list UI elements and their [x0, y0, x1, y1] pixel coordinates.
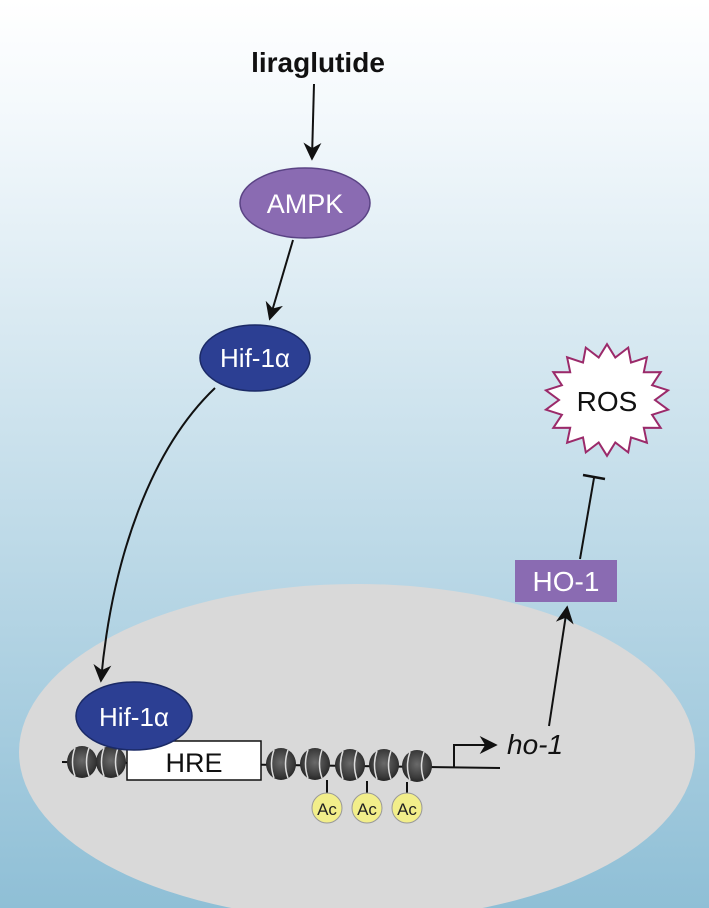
nucleosome-group-right: [266, 748, 432, 782]
acetyl-label: Ac: [317, 800, 337, 819]
nucleus: [19, 584, 695, 908]
ho1-protein-label: HO-1: [533, 566, 600, 597]
ho1-protein-node: HO-1: [515, 560, 617, 602]
hif-nuclear-node: Hif-1α: [75, 681, 193, 751]
ros-label: ROS: [577, 386, 638, 417]
liraglutide-label: liraglutide: [251, 47, 385, 78]
nucleosome: [402, 750, 432, 782]
arrow-liraglutide-to-ampk: [303, 83, 322, 161]
hre-element: HRE: [126, 740, 262, 781]
nucleosome-group-left: [67, 746, 126, 778]
ampk-node: AMPK: [239, 167, 371, 239]
acetyl-mark: Ac: [311, 792, 343, 824]
transcription-start-arrow: [453, 736, 498, 768]
hif-cytoplasm-node: Hif-1α: [199, 324, 311, 392]
arrow-hif-translocation: [93, 387, 216, 683]
acetyl-mark: Ac: [391, 792, 423, 824]
nucleosome: [67, 746, 97, 778]
arrow-gene-to-protein: [548, 605, 574, 727]
gene-label: ho-1: [507, 729, 563, 760]
acetyl-label: Ac: [357, 800, 377, 819]
nucleosome: [335, 749, 365, 781]
acetyl-label: Ac: [397, 800, 417, 819]
acetyl-marks: Ac Ac Ac: [311, 780, 423, 824]
ros-node: ROS: [543, 342, 671, 458]
nucleosome: [369, 749, 399, 781]
inhibition-line: [579, 477, 595, 560]
arrow-ampk-to-hif: [265, 239, 294, 321]
nucleosome: [266, 748, 296, 780]
acetyl-mark: Ac: [351, 792, 383, 824]
nucleosome: [300, 748, 330, 780]
hif-nuclear-label: Hif-1α: [99, 702, 169, 732]
inhibition-bar: [582, 473, 606, 481]
ampk-label: AMPK: [267, 189, 344, 219]
nucleosome: [96, 746, 126, 778]
hre-label: HRE: [165, 748, 222, 778]
hif-cytoplasm-label: Hif-1α: [220, 343, 290, 373]
